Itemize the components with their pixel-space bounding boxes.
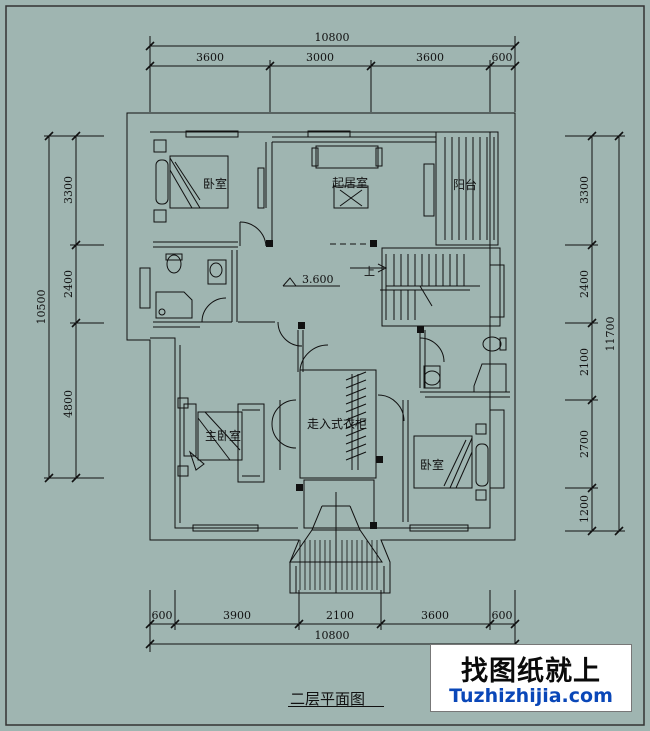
dim-top-seg-3: 3600 <box>416 51 444 64</box>
watermark-badge: 找图纸就上 Tuzhizhijia.com <box>430 644 632 712</box>
outer-frame <box>5 5 645 726</box>
elevation-mark <box>282 277 340 287</box>
top-dimensions: 10800 3600 3000 3600 600 <box>145 31 520 112</box>
balcony-hatch <box>444 137 495 240</box>
room-label-master-bedroom: 主卧室 <box>205 428 241 443</box>
shower-1 <box>155 291 193 319</box>
windows <box>139 130 505 532</box>
dim-left-seg-1: 3300 <box>62 176 75 204</box>
dim-bottom-seg-5: 600 <box>492 609 513 622</box>
master-pillows <box>183 403 197 457</box>
doors <box>201 221 445 449</box>
dim-right-seg-2: 2400 <box>578 270 591 298</box>
dim-right-seg-1: 3300 <box>578 176 591 204</box>
dim-top-seg-2: 3000 <box>306 51 334 64</box>
dim-bottom-total: 10800 <box>315 629 350 642</box>
tv-cabinet <box>423 163 435 217</box>
basin-1 <box>209 262 223 278</box>
dim-right-seg-3: 2100 <box>578 348 591 376</box>
furniture <box>153 139 507 501</box>
drawing-title: 二层平面图 <box>290 690 366 708</box>
right-dimensions: 3300 2400 2100 2700 1200 11700 <box>565 131 625 536</box>
columns <box>266 240 424 529</box>
basin-2 <box>423 370 441 386</box>
dim-bottom-seg-2: 3900 <box>223 609 251 622</box>
walk-in-closet <box>299 369 377 479</box>
shower-2 <box>473 363 507 393</box>
title-underline <box>288 706 384 707</box>
stair-treads <box>330 243 480 320</box>
left-dimensions: 10500 3300 2400 4800 <box>35 131 104 483</box>
dim-left-total: 10500 <box>35 290 48 325</box>
bed-se <box>413 435 473 489</box>
entry-porch <box>289 492 385 593</box>
bed-master <box>197 411 243 461</box>
toilet-1 <box>166 254 182 274</box>
coffee-table <box>333 185 369 209</box>
sofa <box>315 145 379 169</box>
dim-right-seg-4: 2700 <box>578 430 591 458</box>
elevation-label: 3.600 <box>302 273 334 286</box>
dim-bottom-seg-4: 3600 <box>421 609 449 622</box>
stair-up-label: 上 <box>364 265 375 278</box>
dim-top-seg-4: 600 <box>492 51 513 64</box>
room-label-walk-in-closet: 走入式衣柜 <box>307 416 367 431</box>
dim-top-total: 10800 <box>315 31 350 44</box>
dim-left-seg-3: 4800 <box>62 390 75 418</box>
room-label-balcony: 阳台 <box>453 177 477 192</box>
bed-nw <box>169 155 229 209</box>
dim-bottom-seg-1: 600 <box>152 609 173 622</box>
closet-rail <box>345 371 367 470</box>
room-label-bedroom-se: 卧室 <box>420 457 444 472</box>
staircase <box>381 247 501 327</box>
dim-left-seg-2: 2400 <box>62 270 75 298</box>
master-wardrobe <box>237 403 265 483</box>
dim-right-seg-5: 1200 <box>578 495 591 523</box>
bottom-dimensions: 600 3900 2100 3600 600 10800 <box>145 590 520 652</box>
room-label-living: 起居室 <box>332 175 368 190</box>
interior-walls <box>153 136 510 529</box>
dim-bottom-seg-3: 2100 <box>326 609 354 622</box>
toilet-2 <box>482 336 502 352</box>
dim-top-seg-1: 3600 <box>196 51 224 64</box>
room-label-bedroom-nw: 卧室 <box>203 176 227 191</box>
watermark-brand: 找图纸就上 <box>461 656 601 687</box>
watermark-url: Tuzhizhijia.com <box>449 685 613 707</box>
dim-right-total: 11700 <box>604 317 617 352</box>
